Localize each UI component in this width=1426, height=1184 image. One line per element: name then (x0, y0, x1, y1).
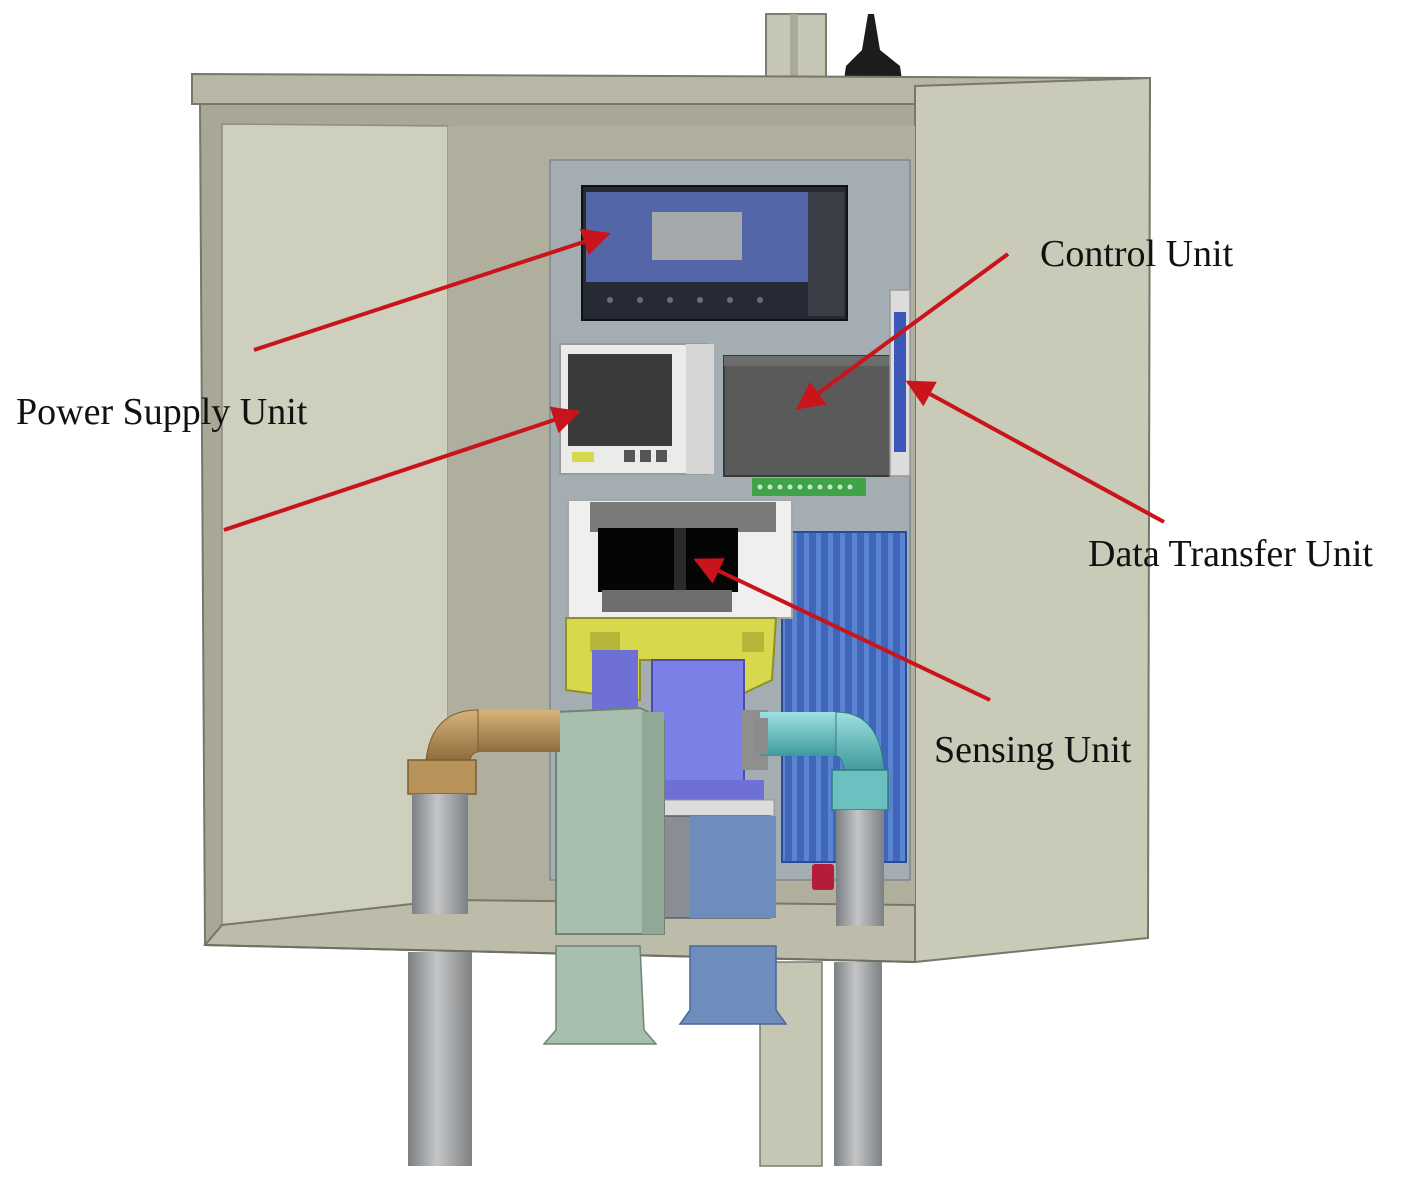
data-transfer-module (889, 289, 911, 477)
label-control-unit: Control Unit (1040, 233, 1234, 275)
sensor-housing (567, 499, 793, 619)
mast-top (765, 13, 827, 79)
flow-block (555, 706, 665, 935)
charge-controller (581, 185, 848, 321)
arrow-power-supply-meter (223, 406, 581, 532)
label-data-transfer-unit: Data Transfer Unit (1088, 533, 1373, 575)
outlet-pipe (754, 711, 889, 926)
arrow-sensing-unit (693, 558, 991, 702)
red-valve (812, 864, 834, 890)
antenna-icon (844, 14, 902, 80)
arrow-data-transfer-unit (905, 380, 1165, 524)
label-power-supply-unit: Power Supply Unit (16, 391, 308, 433)
inlet-pipe (407, 709, 560, 914)
sensor-base (639, 799, 776, 919)
power-meter (559, 343, 714, 475)
control-unit-box (723, 355, 891, 496)
arrow-power-supply-controller (253, 228, 611, 352)
pointer-arrows (223, 228, 1165, 702)
arrow-control-unit (795, 252, 1010, 410)
label-sensing-unit: Sensing Unit (934, 729, 1132, 771)
support-legs (408, 945, 882, 1167)
